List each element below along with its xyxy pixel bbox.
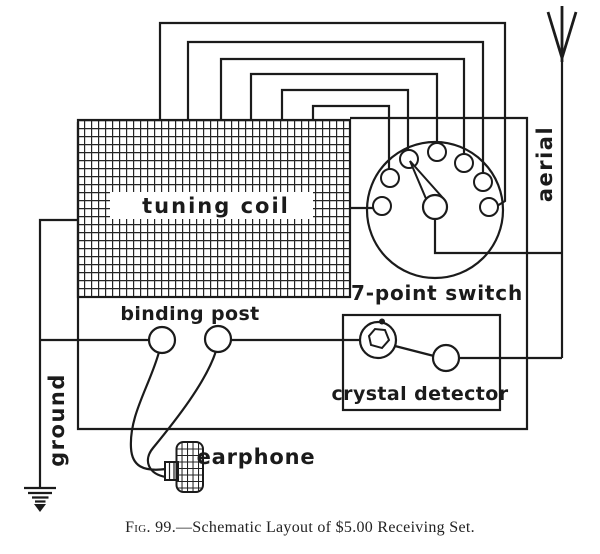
binding-posts — [40, 324, 233, 355]
figure-caption-text: —Schematic Layout of $5.00 Receiving Set… — [176, 519, 475, 536]
switch-arm — [409, 160, 562, 255]
crystal-detector — [231, 318, 562, 373]
tuning-coil — [76, 118, 352, 299]
figure-caption: Fig. 99.—Schematic Layout of $5.00 Recei… — [125, 519, 475, 537]
switch-contacts — [372, 142, 499, 217]
aerial-wire — [546, 6, 578, 358]
detector-rim-dot — [379, 318, 385, 325]
antenna-icon — [546, 6, 578, 62]
earphone-cords — [129, 350, 218, 479]
ground-wire — [24, 218, 78, 512]
catwhisker-wire — [394, 344, 435, 358]
switch-knob — [421, 193, 449, 221]
baseboard-outline — [76, 116, 529, 431]
ground-symbol-icon — [24, 486, 56, 512]
coil-tap-wires — [158, 21, 507, 210]
figure-number: Fig. 99. — [125, 519, 176, 536]
earphone — [164, 441, 204, 493]
crystal-chunk — [367, 327, 391, 350]
